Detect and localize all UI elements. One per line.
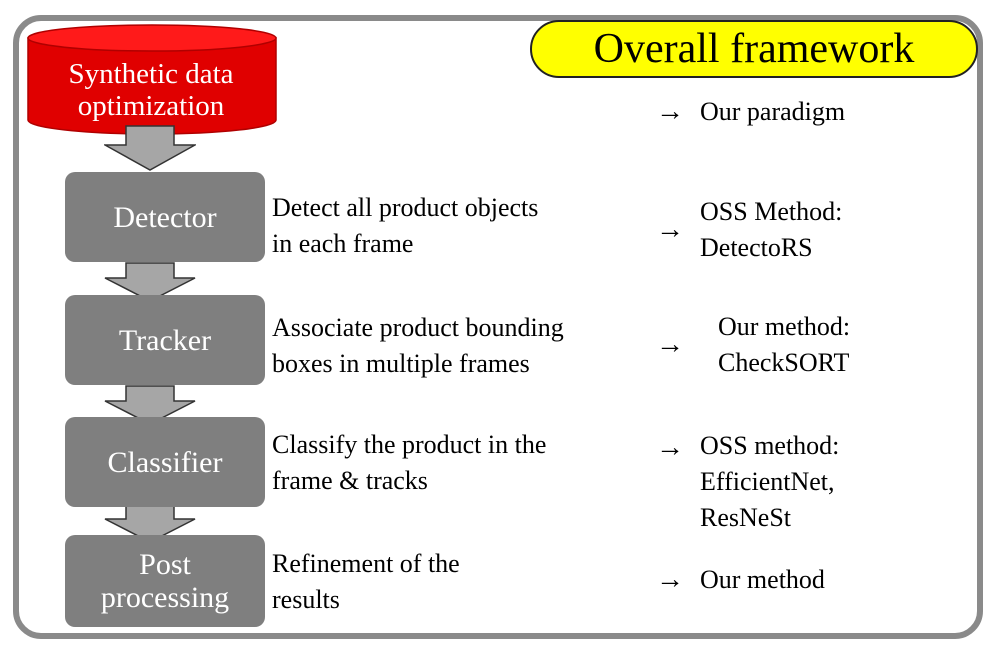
tracker-desc-line2: boxes in multiple frames [272, 349, 530, 378]
tracker-description: Associate product bounding boxes in mult… [272, 310, 564, 382]
tracker-result-line2: CheckSORT [718, 348, 850, 377]
post-processing-desc-line2: results [272, 585, 340, 614]
classifier-box: Classifier [65, 417, 265, 507]
right-arrow-icon: → [656, 96, 684, 127]
post-processing-result: → Our method [656, 562, 825, 598]
right-arrow-icon: → [656, 329, 684, 360]
classifier-desc-line2: frame & tracks [272, 466, 428, 495]
paradigm-label: Our paradigm [700, 97, 846, 126]
down-arrow-2 [104, 262, 196, 302]
down-arrow-1 [104, 125, 196, 171]
tracker-box: Tracker [65, 295, 265, 385]
detector-box: Detector [65, 172, 265, 262]
classifier-result: → OSS method: EfficientNet, ResNeSt [656, 428, 839, 536]
classifier-result-line1: OSS method: [700, 431, 840, 460]
detector-result: → OSS Method: DetectoRS [656, 194, 842, 266]
tracker-result: → Our method: CheckSORT [656, 309, 850, 381]
post-processing-result-label: Our method [700, 565, 825, 594]
synthetic-data-line1: Synthetic data [68, 58, 234, 90]
detector-result-line1: OSS Method: [700, 197, 843, 226]
right-arrow-icon: → [656, 432, 684, 463]
post-processing-desc-line1: Refinement of the [272, 549, 460, 578]
classifier-desc-line1: Classify the product in the [272, 430, 547, 459]
post-processing-line2: processing [100, 581, 230, 614]
right-arrow-icon: → [656, 214, 684, 245]
right-arrow-icon: → [656, 564, 684, 595]
synthetic-data-cylinder [27, 24, 277, 135]
synthetic-data-label: Synthetic data optimization [27, 58, 275, 122]
classifier-result-line2: EfficientNet, [700, 467, 835, 496]
down-arrow-3 [104, 385, 196, 425]
detector-result-line2: DetectoRS [700, 233, 813, 262]
tracker-result-line1: Our method: [718, 312, 851, 341]
detector-description: Detect all product objects in each frame [272, 190, 538, 262]
classifier-result-line3: ResNeSt [700, 503, 791, 532]
detector-desc-line1: Detect all product objects [272, 193, 539, 222]
post-processing-box: Post processing [65, 535, 265, 627]
synthetic-data-line2: optimization [77, 90, 225, 122]
slide-title: Overall framework [530, 20, 978, 78]
tracker-desc-line1: Associate product bounding [272, 313, 564, 342]
classifier-description: Classify the product in the frame & trac… [272, 427, 546, 499]
detector-desc-line2: in each frame [272, 229, 414, 258]
post-processing-line1: Post [139, 548, 191, 581]
paradigm-result: → Our paradigm [656, 94, 845, 130]
post-processing-description: Refinement of the results [272, 546, 460, 618]
